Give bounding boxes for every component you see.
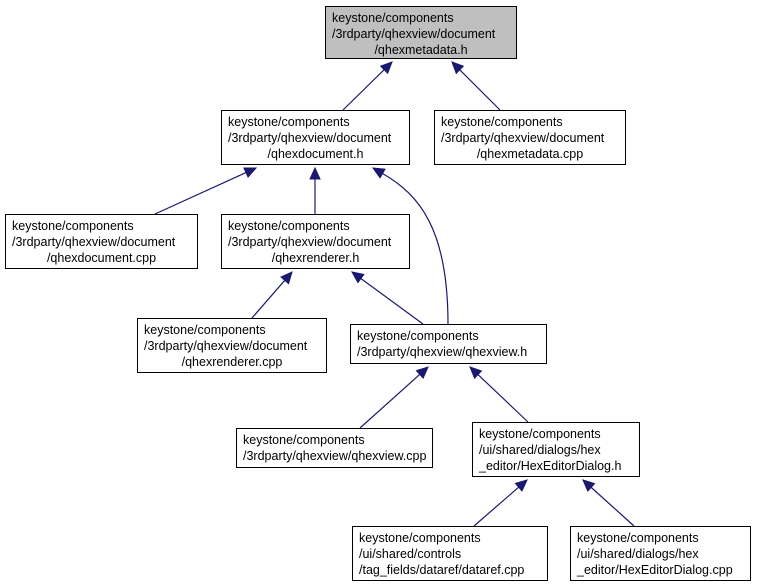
node-label-line: /ui/shared/dialogs/hex [479,443,601,457]
node-label-line: /qhexdocument.cpp [46,251,157,265]
node-label-line: keystone/components [332,11,454,25]
node-label-line: /ui/shared/dialogs/hex [577,547,699,561]
node-label-line: _editor/HexEditorDialog.cpp [577,563,733,577]
node-label-line: /3rdparty/qhexview/document [441,131,605,145]
graph-node-n3[interactable]: keystone/components/3rdparty/qhexview/do… [5,214,198,269]
graph-node-n8[interactable]: keystone/components/ui/shared/dialogs/he… [472,422,640,477]
edge-n6-to-n4 [360,278,424,325]
node-label-line: /3rdparty/qhexview/document [228,235,392,249]
edge-n2-to-n0 [459,69,501,111]
node-label-line: /3rdparty/qhexview/document [332,27,496,41]
node-label-line: /3rdparty/qhexview/qhexview.cpp [243,449,427,463]
node-label-line: /qhexmetadata.cpp [476,147,584,161]
arrowhead-icon [280,271,293,285]
edge-n6-to-n1 [382,172,449,325]
graph-node-n2[interactable]: keystone/components/3rdparty/qhexview/do… [434,110,626,165]
arrowhead-icon [514,479,528,492]
node-label-line: /3rdparty/qhexview/document [228,131,392,145]
arrowhead-icon [351,271,365,284]
node-label-line: /3rdparty/qhexview/document [144,339,308,353]
arrowhead-icon [451,61,465,75]
node-label-line: /qhexmetadata.h [374,43,468,57]
node-label-line: keystone/components [12,219,134,233]
node-label-line: /qhexrenderer.cpp [181,355,283,369]
graph-node-n7[interactable]: keystone/components/3rdparty/qhexview/qh… [236,428,433,468]
node-label-line: keystone/components [357,329,479,343]
node-label-line: keystone/components [228,115,350,129]
edge-n3-to-n1 [154,172,247,215]
edge-n1-to-n0 [342,69,385,111]
node-label-line: keystone/components [479,427,601,441]
graph-node-n4[interactable]: keystone/components/3rdparty/qhexview/do… [221,214,410,269]
node-label-line: keystone/components [144,323,266,337]
arrowhead-icon [415,366,429,379]
graph-node-n10[interactable]: keystone/components/ui/shared/dialogs/he… [570,526,751,581]
node-label-line: /ui/shared/controls [359,547,462,561]
node-label-line: keystone/components [359,531,481,545]
node-label-line: /3rdparty/qhexview/qhexview.h [357,345,528,359]
edge-n7-to-n6 [359,373,421,429]
arrowhead-icon [371,167,386,179]
graph-node-n6[interactable]: keystone/components/3rdparty/qhexview/qh… [350,324,547,364]
arrowhead-icon [582,479,596,492]
arrowhead-icon [309,166,321,180]
arrowhead-icon [379,61,393,75]
edge-n9-to-n8 [473,486,520,527]
graph-node-n0[interactable]: keystone/components/3rdparty/qhexview/do… [325,6,517,59]
node-label-line: /qhexrenderer.h [271,251,360,265]
node-label-line: /3rdparty/qhexview/document [12,235,176,249]
arrowhead-icon [469,366,483,380]
graph-node-n1[interactable]: keystone/components/3rdparty/qhexview/do… [221,110,410,165]
edge-n8-to-n6 [477,374,529,423]
node-label-line: /qhexdocument.h [267,147,364,161]
node-label-line: keystone/components [228,219,350,233]
node-label-line: keystone/components [577,531,699,545]
arrowhead-icon [243,167,258,179]
node-label-line: keystone/components [441,115,563,129]
graph-node-n9[interactable]: keystone/components/ui/shared/controls/t… [352,526,548,581]
edge-n10-to-n8 [590,486,635,527]
node-label-line: _editor/HexEditorDialog.h [479,459,622,473]
node-label-line: keystone/components [243,433,365,447]
node-label-line: /tag_fields/dataref/dataref.cpp [359,563,525,577]
graph-node-n5[interactable]: keystone/components/3rdparty/qhexview/do… [137,318,327,373]
edge-n5-to-n4 [251,279,286,319]
